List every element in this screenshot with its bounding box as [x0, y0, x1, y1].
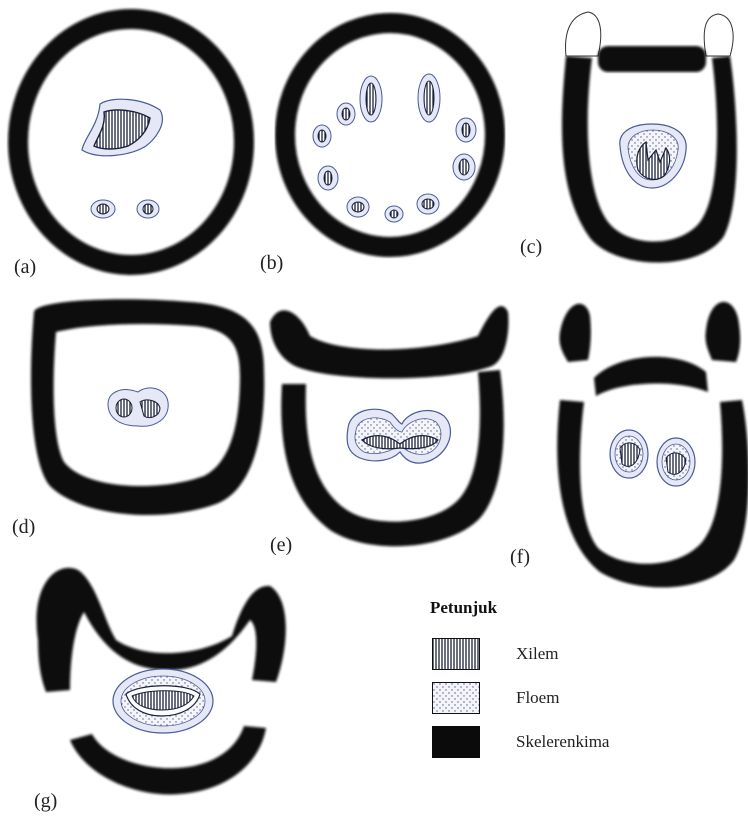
legend-item-phloem: Floem	[432, 682, 732, 716]
section-c	[562, 12, 737, 263]
bundle-c	[620, 124, 686, 188]
sclerenchyma-f-wing-right	[705, 302, 740, 362]
bundle-small-a2	[137, 200, 159, 218]
sclerenchyma-f-wing-left	[559, 304, 590, 362]
legend-label-phloem: Floem	[516, 688, 559, 708]
legend-item-xylem: Xilem	[432, 638, 732, 672]
legend-item-sclerenchyma: Skelerenkima	[432, 726, 732, 760]
phloem-swatch-icon	[432, 682, 480, 714]
section-g	[37, 568, 286, 795]
sclerenchyma-g-bottom	[70, 726, 266, 795]
bundle-f2	[657, 438, 695, 486]
sclerenchyma-e-top	[270, 306, 508, 378]
section-e	[270, 306, 508, 546]
sclerenchyma-swatch-icon	[432, 726, 480, 758]
legend-title: Petunjuk	[430, 598, 497, 618]
xylem-swatch-icon	[432, 638, 480, 670]
bundle-f1	[610, 430, 648, 478]
section-a	[18, 19, 244, 265]
panel-label-b: (b)	[260, 252, 283, 275]
bundle-ring-b	[313, 74, 476, 222]
panel-label-e: (e)	[270, 534, 292, 557]
panel-label-f: (f)	[510, 546, 530, 569]
panel-label-g: (g)	[34, 790, 57, 813]
bundle-d	[108, 388, 168, 426]
section-f	[557, 302, 748, 587]
bundle-small-a1	[91, 200, 115, 218]
panel-label-d: (d)	[12, 516, 35, 539]
panel-label-c: (c)	[520, 236, 542, 259]
section-b	[285, 23, 495, 247]
bundle-e	[347, 409, 450, 463]
bundle-large-a	[82, 99, 162, 156]
legend-label-sclerenchyma: Skelerenkima	[516, 732, 609, 752]
panel-label-a: (a)	[14, 256, 36, 279]
section-d	[31, 299, 264, 515]
sclerenchyma-f-top	[594, 357, 708, 396]
sclerenchyma-e-bottom	[281, 370, 503, 546]
legend-label-xylem: Xilem	[516, 644, 559, 664]
bundle-g	[113, 669, 213, 733]
sclerenchyma-f-bottom	[557, 400, 748, 587]
